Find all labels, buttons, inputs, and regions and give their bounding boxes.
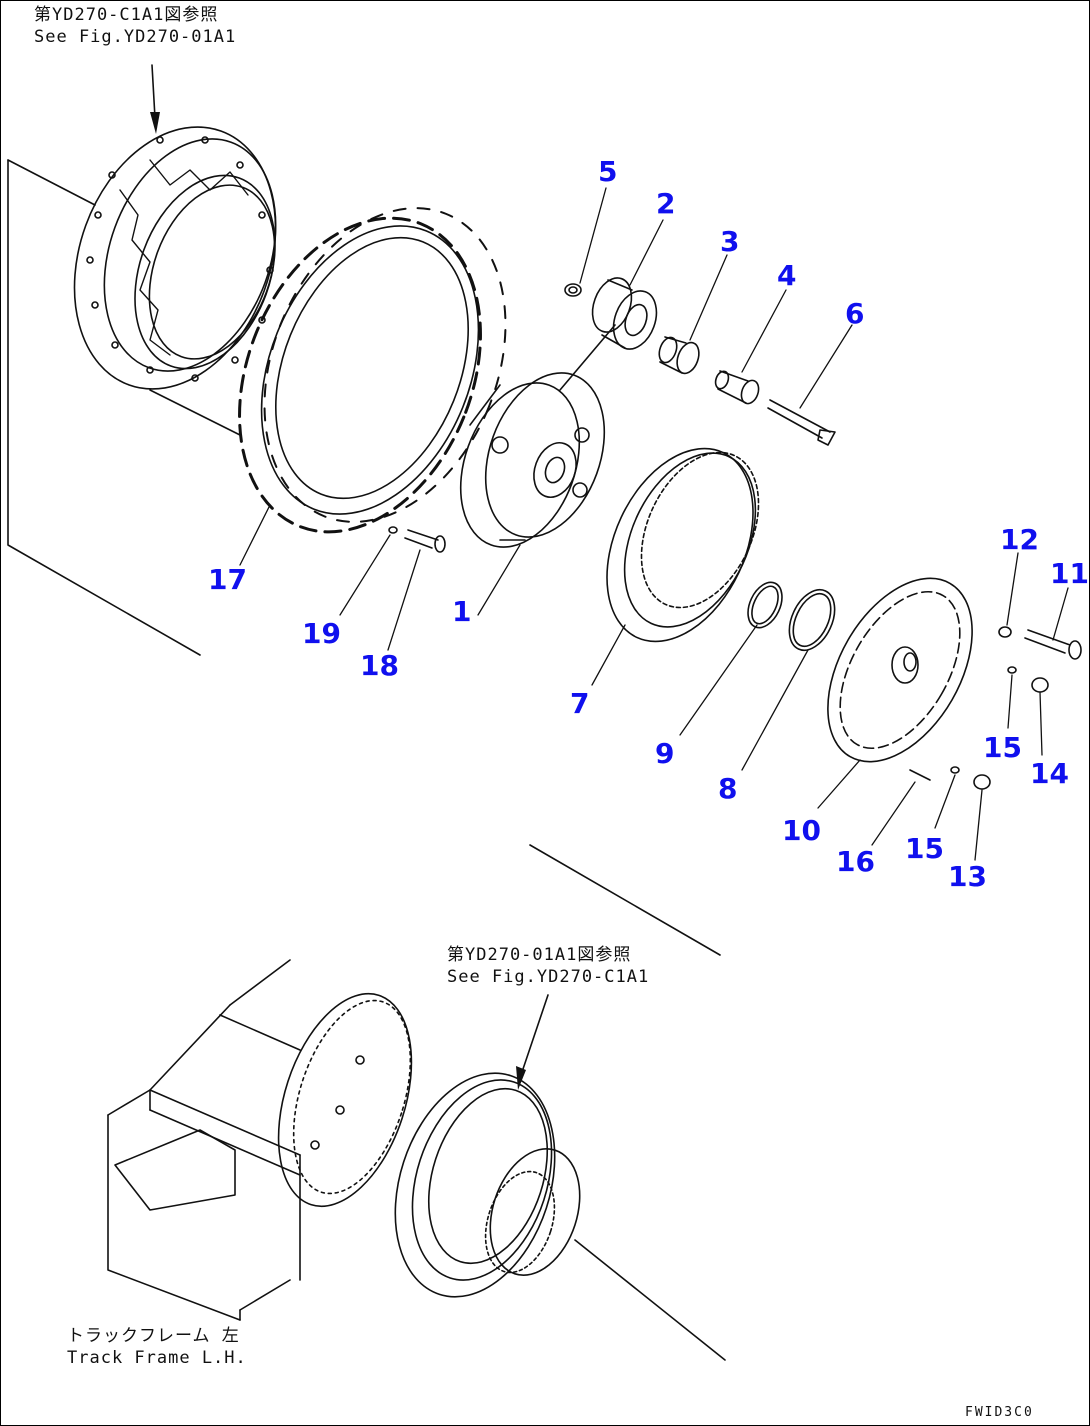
callout-13: 13 [948, 860, 987, 893]
callout-6: 6 [845, 297, 865, 330]
callout-4: 4 [777, 259, 797, 292]
track-frame [107, 959, 413, 1321]
final-drive-housing [394, 1072, 726, 1361]
frame-context-lines [7, 159, 721, 956]
pins-18-19 [388, 526, 446, 553]
top-reference-en: See Fig.YD270-01A1 [34, 27, 237, 47]
bottom-reference-note: 第YD270-01A1図参照 See Fig.YD270-C1A1 [447, 944, 649, 988]
callout-19: 19 [302, 617, 341, 650]
callout-12: 12 [1000, 523, 1039, 556]
snap-rings [747, 581, 836, 652]
track-frame-jp: トラックフレーム 左 [67, 1326, 240, 1346]
callout-leaders [239, 187, 1069, 861]
cover-10 [827, 577, 973, 763]
callout-10: 10 [782, 814, 821, 847]
bottom-ref-leader [516, 994, 549, 1090]
top-reference-jp: 第YD270-C1A1図参照 [34, 5, 219, 25]
carrier-1 [459, 324, 616, 548]
callout-3: 3 [720, 225, 740, 258]
hub-housing [73, 126, 277, 390]
track-frame-note: トラックフレーム 左 Track Frame L.H. [67, 1325, 247, 1369]
top-ref-leader [150, 64, 160, 134]
planet-gear-assembly [564, 277, 836, 446]
ring-gear-7 [606, 447, 760, 643]
bottom-reference-en: See Fig.YD270-C1A1 [447, 967, 650, 987]
callout-16: 16 [836, 845, 875, 878]
callout-7: 7 [570, 687, 590, 720]
callout-11: 11 [1050, 557, 1089, 590]
callout-9: 9 [655, 737, 675, 770]
callout-1: 1 [452, 595, 472, 628]
callout-5: 5 [598, 155, 618, 188]
bottom-reference-jp: 第YD270-01A1図参照 [447, 945, 632, 965]
callout-8: 8 [718, 772, 738, 805]
drawing-code: FWID3C0 [965, 1405, 1034, 1420]
callout-18: 18 [360, 649, 399, 682]
sprocket-17 [238, 207, 507, 534]
callout-17: 17 [208, 563, 247, 596]
callout-2: 2 [656, 187, 676, 220]
top-reference-note: 第YD270-C1A1図参照 See Fig.YD270-01A1 [34, 4, 236, 48]
callout-15-upper: 15 [983, 731, 1022, 764]
track-frame-en: Track Frame L.H. [67, 1348, 247, 1368]
callout-15-lower: 15 [905, 832, 944, 865]
bolt-washer-set [909, 626, 1082, 790]
callout-14: 14 [1030, 757, 1069, 790]
